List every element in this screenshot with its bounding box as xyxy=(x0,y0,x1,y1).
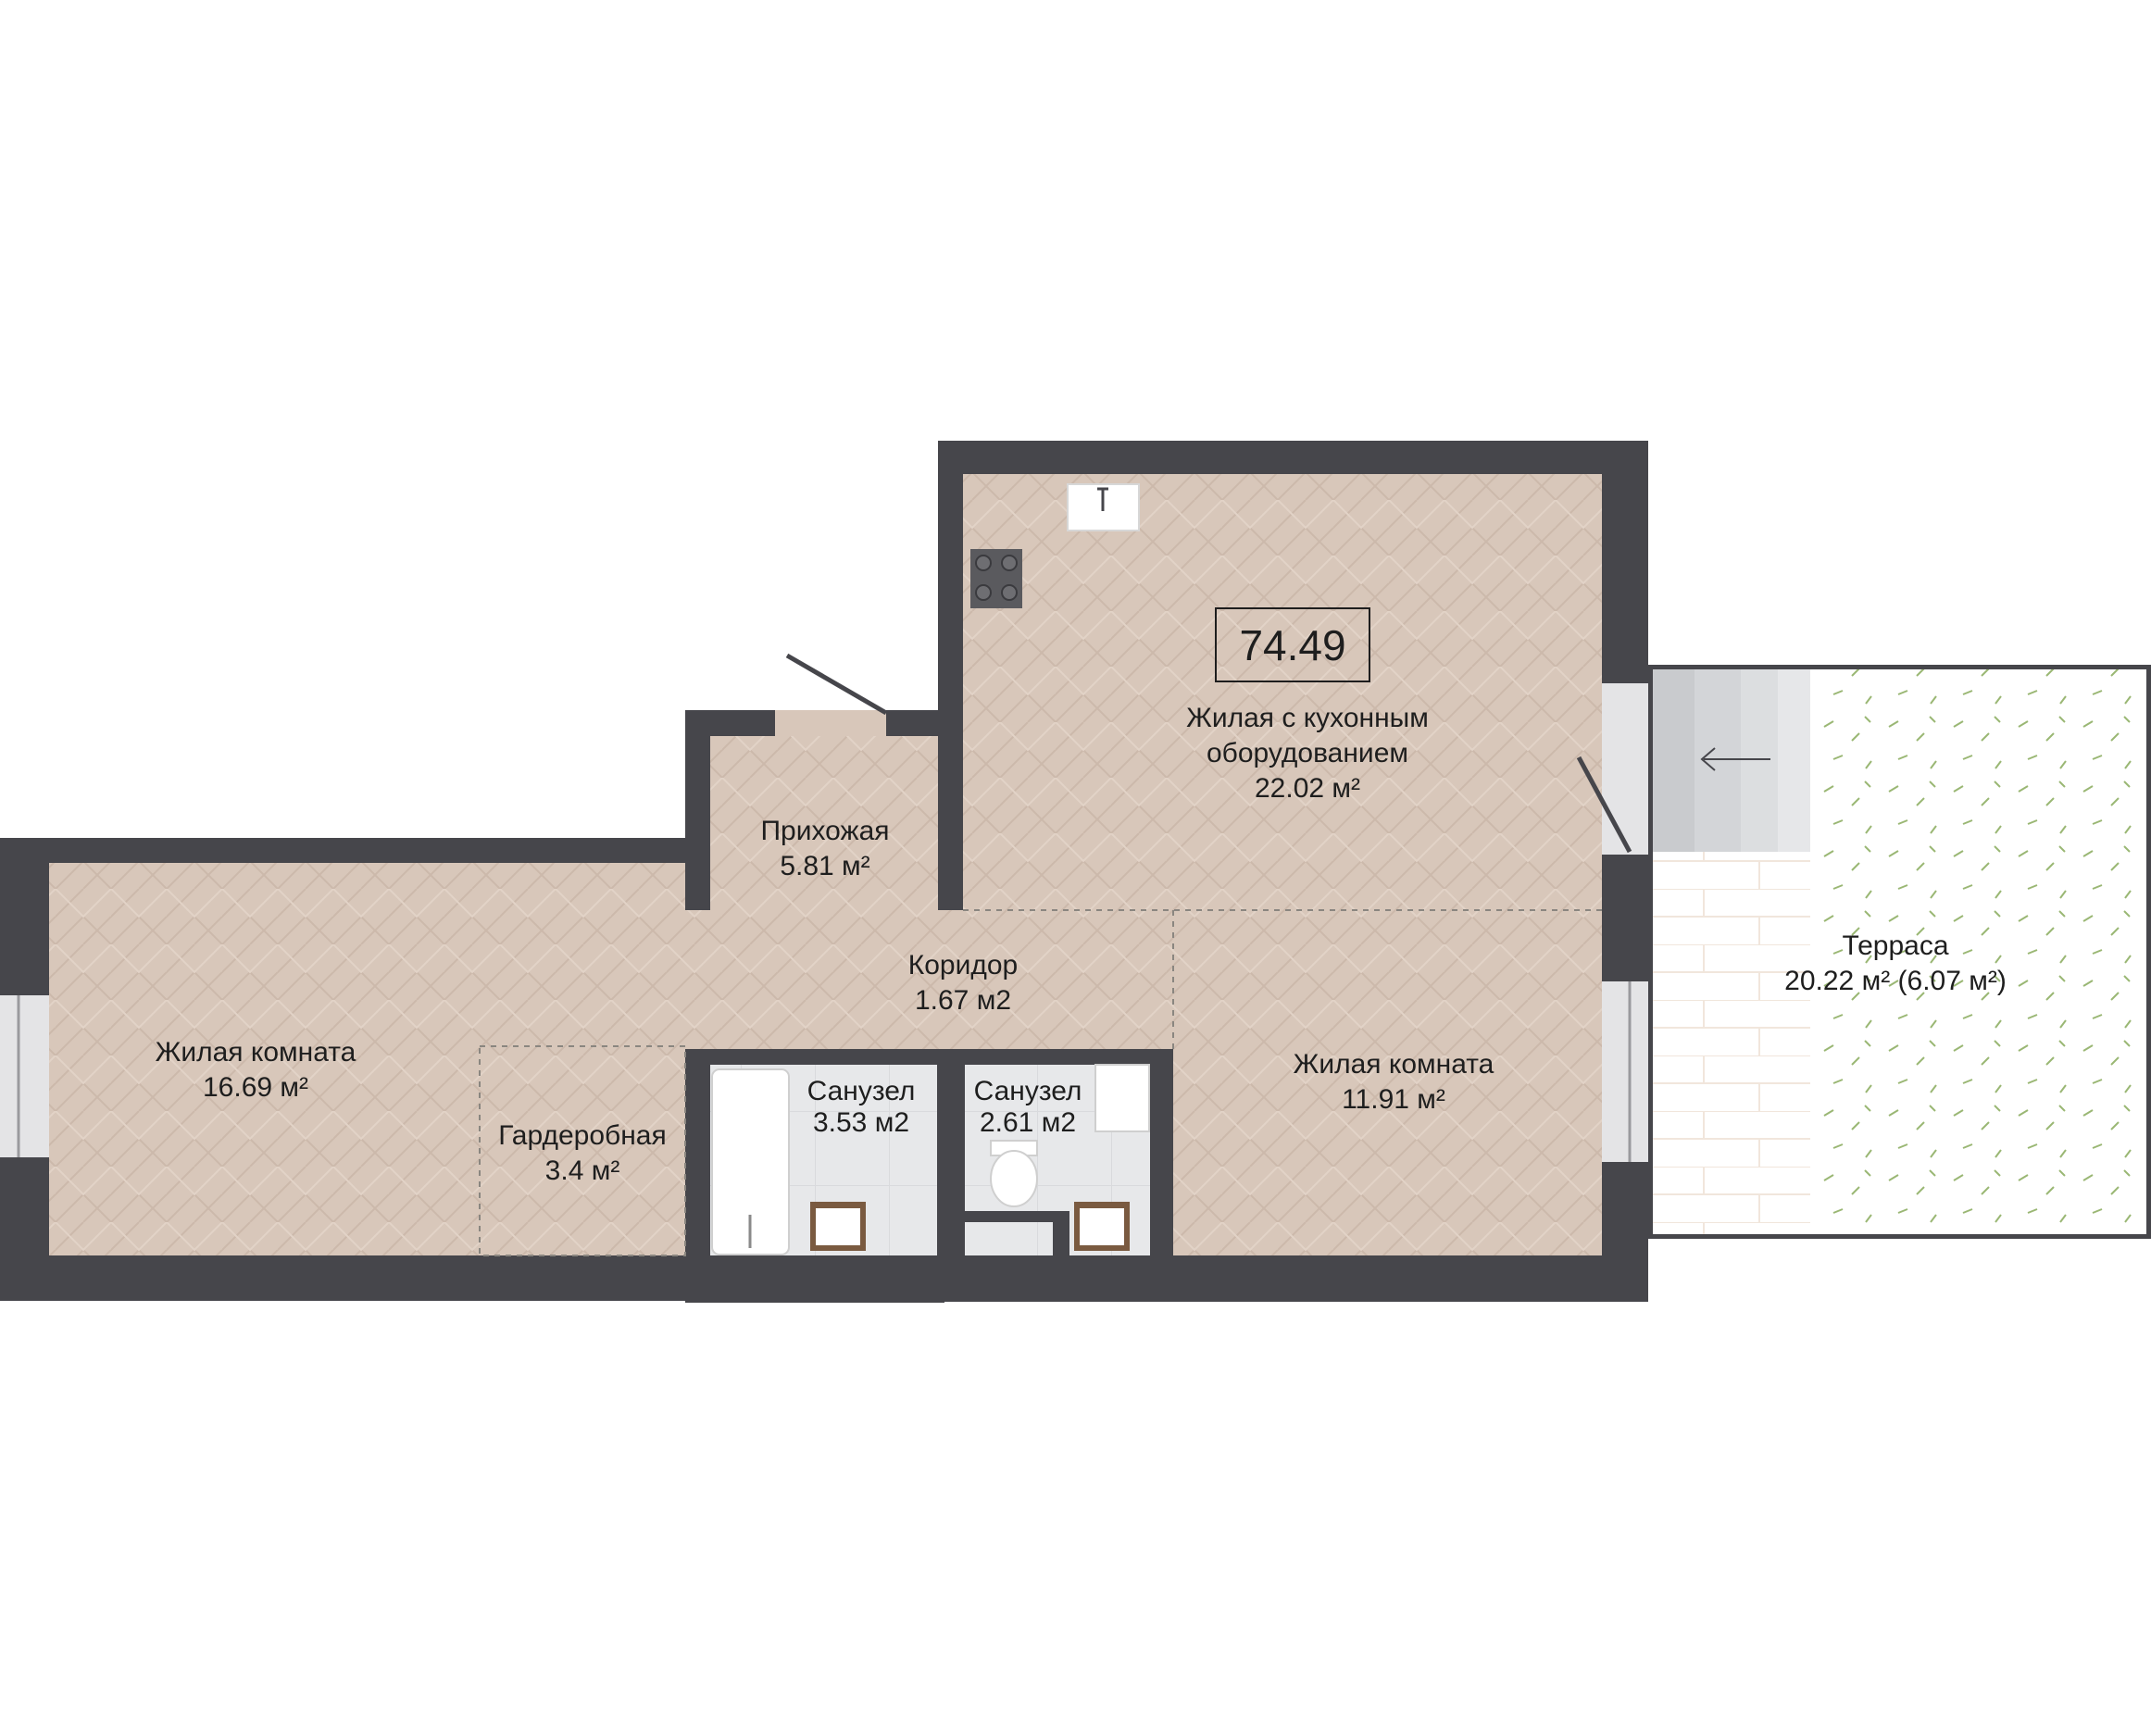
toilet xyxy=(990,1140,1038,1207)
label-corridor-name: Коридор xyxy=(908,950,1018,980)
room-labels: Жилая с кухонным оборудованием 22.02 м² … xyxy=(156,703,2007,1186)
label-wardrobe-area: 3.4 м² xyxy=(545,1155,620,1186)
bath1-sink xyxy=(810,1202,866,1251)
floors xyxy=(49,474,1602,1255)
entrance-door xyxy=(775,653,888,736)
room-living-left-floor xyxy=(49,863,685,1255)
label-living-right-name: Жилая комната xyxy=(1294,1049,1494,1080)
label-living-left-name: Жилая комната xyxy=(156,1037,356,1068)
terrace-deck xyxy=(1653,852,1810,1234)
label-bath2-name: Санузел xyxy=(974,1076,1082,1106)
stairs xyxy=(1653,669,1810,852)
bath2-sink xyxy=(1074,1202,1130,1251)
label-terrace-name: Терраса xyxy=(1842,930,1948,961)
label-hallway-area: 5.81 м² xyxy=(780,851,869,881)
room-kitchen-floor xyxy=(963,474,1602,911)
room-living-right-floor xyxy=(1173,910,1602,1255)
terrace-door xyxy=(1576,683,1648,855)
kitchen-sink xyxy=(1067,483,1140,531)
label-hallway-name: Прихожая xyxy=(760,816,889,846)
label-kitchen-name-1: Жилая с кухонным xyxy=(1186,703,1429,733)
room-wardrobe-outline xyxy=(479,1045,686,1256)
interior-walls xyxy=(685,731,1173,1255)
dashed-division xyxy=(963,909,1602,1049)
label-wardrobe-name: Гардеробная xyxy=(498,1120,666,1151)
label-corridor-area: 1.67 м2 xyxy=(915,985,1011,1016)
label-kitchen-area: 22.02 м² xyxy=(1255,773,1360,804)
label-bath1-area: 3.53 м2 xyxy=(813,1107,909,1138)
label-bath1-name: Санузел xyxy=(807,1076,916,1106)
label-living-right-area: 11.91 м² xyxy=(1342,1084,1445,1115)
total-area: 74.49 xyxy=(1239,621,1345,669)
window-left xyxy=(0,995,49,1157)
kitchen-stove xyxy=(970,549,1022,608)
label-kitchen-name-2: оборудованием xyxy=(1207,738,1408,768)
total-area-box: 74.49 xyxy=(1215,607,1370,682)
bath2-cabinet xyxy=(1094,1064,1150,1132)
bathtub xyxy=(711,1068,790,1255)
label-terrace-area: 20.22 м² (6.07 м²) xyxy=(1784,966,2007,996)
terrace xyxy=(1648,665,2151,1239)
label-living-left-area: 16.69 м² xyxy=(203,1072,308,1103)
label-bath2-area: 2.61 м2 xyxy=(980,1107,1076,1138)
room-corridor-floor xyxy=(685,910,1173,1049)
window-right xyxy=(1602,981,1648,1162)
